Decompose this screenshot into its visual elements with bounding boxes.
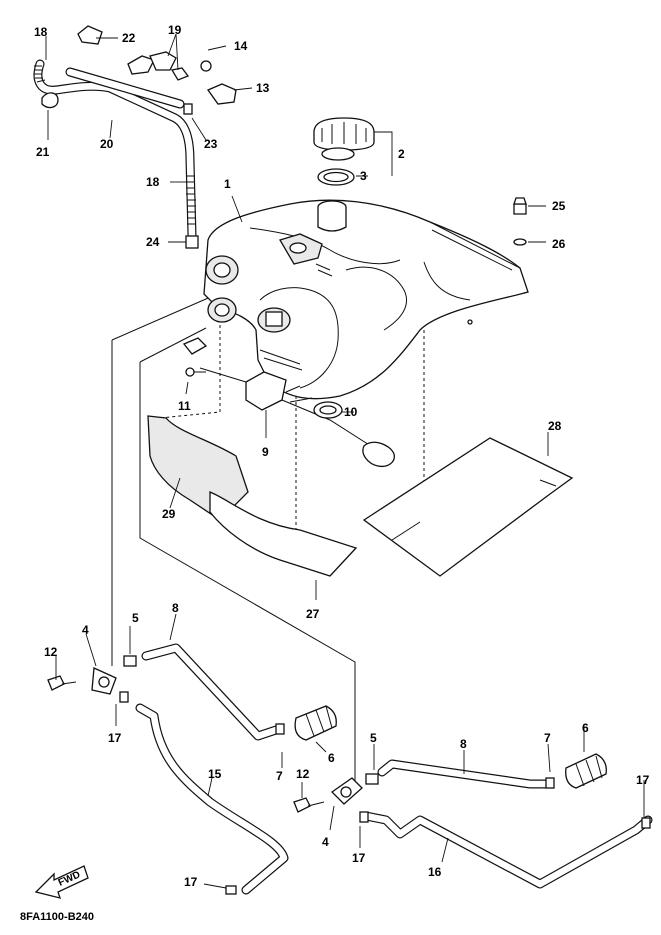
fuel-sender-unit (182, 337, 395, 468)
callout-10: 10 (344, 405, 358, 419)
callout-25: 25 (552, 199, 566, 213)
vent-hose-assembly (33, 59, 199, 249)
callout-3: 3 (360, 169, 367, 183)
callout-20: 20 (100, 137, 114, 151)
filler-cap (313, 117, 375, 161)
callout-17-c: 17 (184, 875, 198, 889)
fuel-hose-8-left (141, 643, 281, 741)
callout-17-d: 17 (636, 773, 650, 787)
callout-28: 28 (548, 419, 562, 433)
callout-11: 11 (178, 399, 191, 413)
sender-screw (185, 367, 206, 377)
callout-6-right: 6 (582, 721, 589, 735)
fuel-filter-right (565, 753, 607, 789)
callout-15: 15 (208, 767, 222, 781)
assembly-frame-lines (111, 291, 425, 786)
mount-bolt (513, 197, 527, 215)
callout-29: 29 (162, 507, 176, 521)
callout-7-right: 7 (544, 731, 551, 745)
diagram-code: 8FA1100-B240 (20, 911, 94, 923)
washer (513, 238, 527, 246)
callout-18-top: 18 (34, 25, 48, 39)
callout-19: 19 (168, 23, 182, 37)
fuel-hose-16 (361, 811, 653, 889)
callout-9: 9 (262, 445, 269, 459)
callout-12-left: 12 (44, 645, 58, 659)
callout-6-left: 6 (328, 751, 335, 765)
callout-4-left: 4 (82, 623, 89, 637)
hose-clip-17-right (359, 811, 651, 829)
callout-13: 13 (256, 81, 270, 95)
hose-clip-17-left (119, 691, 237, 895)
o-ring-right (365, 773, 379, 785)
fuel-cock-left (91, 667, 117, 695)
sender-gasket (313, 401, 343, 419)
callout-23: 23 (204, 137, 218, 151)
fuel-cock-right (330, 777, 363, 805)
callout-4-right: 4 (322, 835, 329, 849)
callout-1: 1 (224, 177, 231, 191)
callout-22: 22 (122, 31, 136, 45)
callout-8-left: 8 (172, 601, 179, 615)
hose-clip-7-right (545, 777, 555, 789)
fuel-filter-left (294, 705, 337, 741)
callout-17-b: 17 (352, 851, 366, 865)
callout-2: 2 (398, 147, 405, 161)
hose-clip-7-left (275, 723, 285, 735)
hose-clips (41, 25, 237, 115)
callout-27: 27 (306, 607, 320, 621)
callout-17-a: 17 (108, 731, 122, 745)
fuel-hose-15 (135, 703, 289, 895)
fuel-tank (203, 199, 529, 400)
callout-12-right: 12 (296, 767, 310, 781)
callout-18-mid: 18 (146, 175, 160, 189)
callout-21: 21 (36, 145, 50, 159)
o-ring-left (123, 655, 137, 667)
fwd-arrow-icon: FWD (34, 865, 89, 899)
heat-shield-29 (147, 415, 358, 577)
fuel-cock-bolt-left (47, 675, 77, 691)
callout-5-right: 5 (370, 731, 377, 745)
heat-shield-28 (362, 437, 574, 577)
fuel-cock-bolt-right (293, 797, 325, 813)
cap-gasket (317, 168, 355, 186)
callout-5-left: 5 (132, 611, 139, 625)
fuel-hose-8-right (377, 759, 551, 789)
callout-labels: 18 22 19 14 13 23 21 20 2 3 1 18 24 25 2… (20, 23, 650, 923)
callout-leaders (45, 33, 645, 889)
callout-24: 24 (146, 235, 160, 249)
callout-8-right: 8 (460, 737, 467, 751)
callout-14: 14 (234, 39, 248, 53)
callout-7-left: 7 (276, 769, 283, 783)
callout-26: 26 (552, 237, 566, 251)
callout-16: 16 (428, 865, 442, 879)
